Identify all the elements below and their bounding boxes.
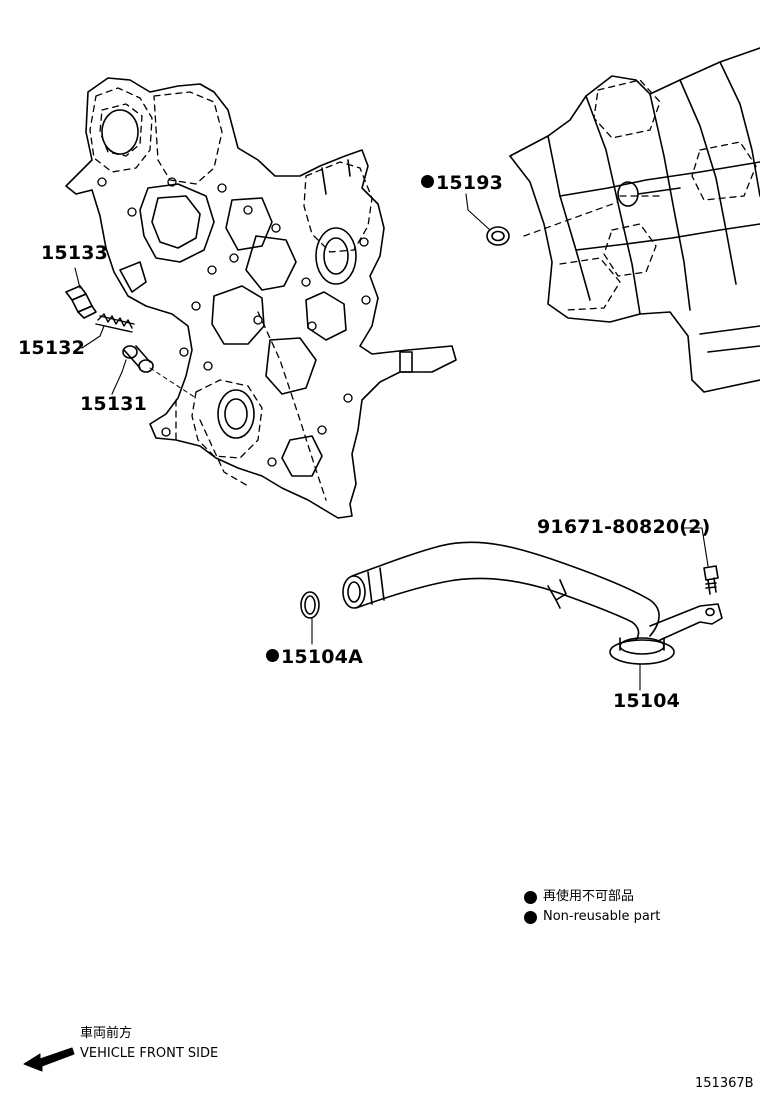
part-label-15193: 15193	[421, 174, 503, 193]
non-reusable-dot-icon	[524, 910, 537, 924]
front-arrow-icon	[23, 1047, 75, 1072]
vehicle-front-english: VEHICLE FRONT SIDE	[80, 1046, 219, 1061]
oil-seal	[486, 226, 510, 246]
relief-valve-plug	[65, 285, 97, 319]
non-reusable-dot-icon	[524, 890, 537, 904]
cylinder-block	[509, 47, 760, 393]
legend-row-english: Non-reusable part	[524, 907, 660, 927]
non-reusable-dot-icon	[421, 175, 434, 188]
part-label-15132: 15132	[18, 337, 86, 359]
relief-valve	[122, 345, 154, 373]
figure-id: 151367B	[695, 1076, 754, 1091]
vehicle-front-label: 車両前方 VEHICLE FRONT SIDE	[80, 1024, 218, 1064]
part-label-15133: 15133	[41, 242, 109, 264]
part-label-91671: 91671-80820(2)	[537, 516, 711, 538]
bolt	[703, 565, 719, 595]
oil-strainer	[342, 541, 723, 665]
non-reusable-dot-icon	[266, 649, 279, 662]
timing-chain-cover	[65, 77, 457, 519]
part-label-15104A: 15104A	[266, 648, 363, 667]
legend-row-japanese: 再使用不可部品	[524, 887, 660, 907]
leader-lines	[74, 193, 709, 691]
legend: 再使用不可部品 Non-reusable part	[524, 887, 660, 927]
o-ring	[300, 591, 320, 619]
relief-valve-spring	[95, 313, 135, 333]
part-label-15104: 15104	[613, 690, 681, 712]
part-label-15131: 15131	[80, 393, 148, 415]
vehicle-front-japanese: 車両前方	[80, 1026, 133, 1041]
